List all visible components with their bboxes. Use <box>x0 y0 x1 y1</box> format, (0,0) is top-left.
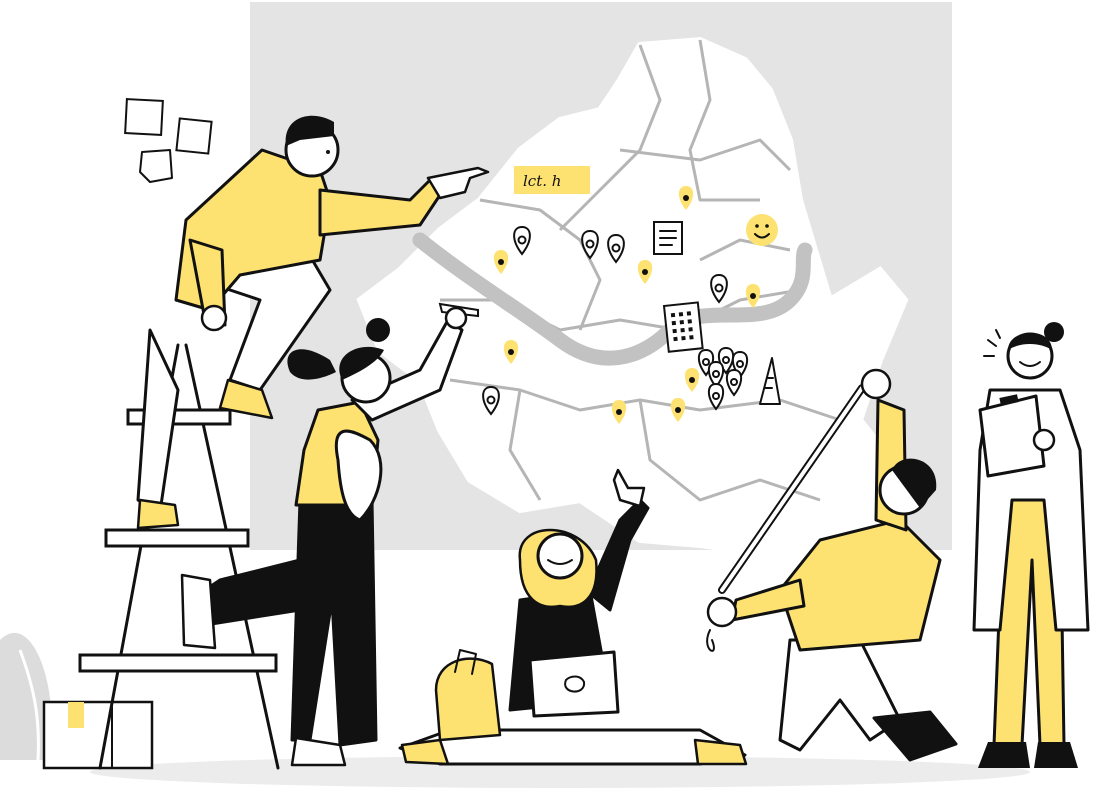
map-pins <box>482 186 761 424</box>
person-pointing-on-ladder <box>136 115 490 530</box>
map-pin-icon <box>513 225 531 256</box>
city-map <box>356 36 909 559</box>
backpack-icon <box>434 649 502 742</box>
map-pin-icon <box>503 340 519 364</box>
map-pin-icon <box>684 368 700 392</box>
laptop-icon <box>528 650 620 718</box>
map-pin-icon <box>725 368 743 397</box>
person-drawing <box>180 302 479 767</box>
cardboard-box <box>42 700 154 770</box>
river <box>412 232 813 366</box>
wall-sticky-notes <box>124 98 213 183</box>
smiley-icon <box>746 214 778 246</box>
map-pin-icon <box>493 250 509 274</box>
document-icon <box>653 221 683 255</box>
map-pin-cluster <box>697 346 749 411</box>
person-with-laptop <box>398 468 748 766</box>
map-pin-icon <box>745 284 761 308</box>
plant-leaf <box>0 632 52 761</box>
map-pin-icon <box>482 385 500 416</box>
map-pin-icon <box>670 398 686 422</box>
map-pin-icon <box>581 229 599 260</box>
map-pin-icon <box>678 186 694 210</box>
ruler-icon <box>759 357 781 405</box>
person-with-clipboard <box>972 322 1090 768</box>
map-pin-icon <box>710 273 728 304</box>
map-pin-icon <box>707 382 725 411</box>
calendar-icon <box>662 301 704 353</box>
map-pin-icon <box>611 400 627 424</box>
map-pin-icon <box>607 233 625 264</box>
person-with-measuring-tape <box>706 368 958 762</box>
map-pin-icon <box>707 360 725 389</box>
map-pin-icon <box>637 260 653 284</box>
map-sticky-note: lct. h <box>514 166 590 194</box>
map-outline <box>356 36 909 559</box>
sticky-note-text: lct. h <box>523 172 561 190</box>
